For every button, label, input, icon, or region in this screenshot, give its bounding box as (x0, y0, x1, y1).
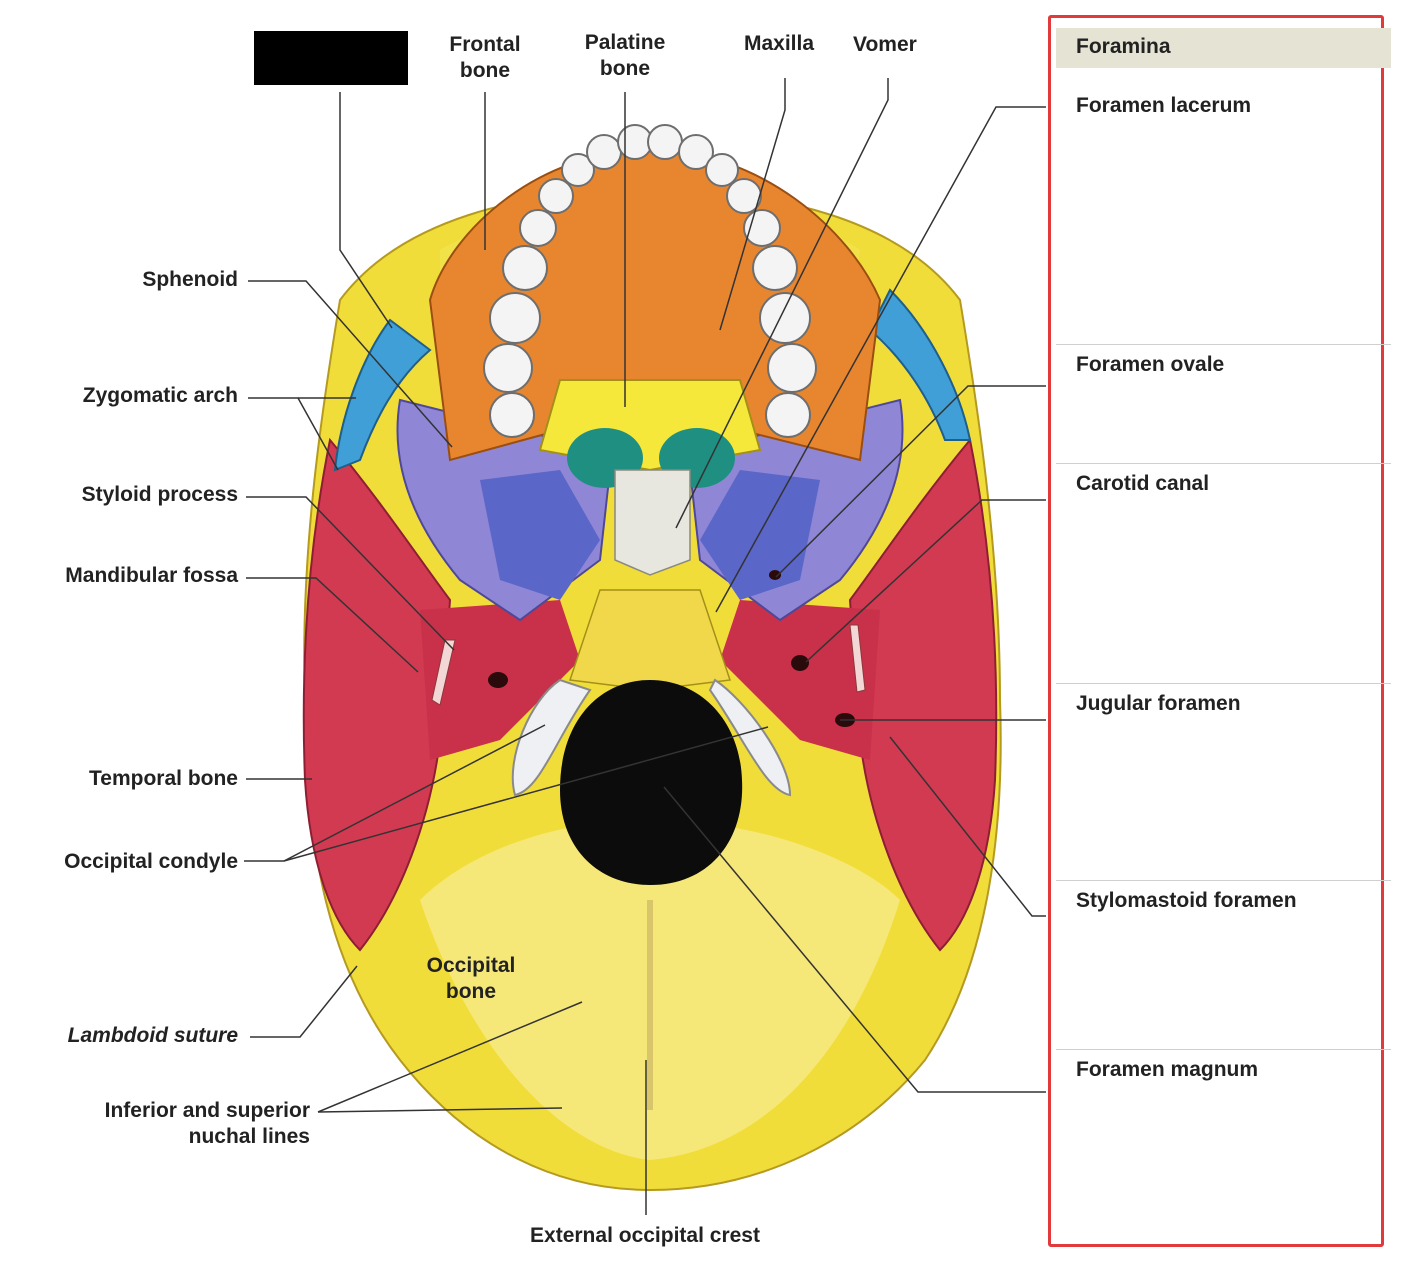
foramina-title: Foramina (1076, 35, 1171, 58)
redacted-label-box (254, 31, 408, 85)
label-zygomatic-arch: Zygomatic arch (82, 384, 238, 407)
label-external-occipital-crest: External occipital crest (530, 1224, 760, 1247)
foramina-panel: Foramina Foramen lacerum Foramen ovale C… (1048, 15, 1391, 1247)
foramen-row: Carotid canal (1056, 463, 1391, 495)
foramen-label: Carotid canal (1076, 472, 1210, 495)
occipital-condyle-left (511, 678, 592, 797)
foramen-magnum (560, 680, 743, 885)
label-sphenoid: Sphenoid (142, 268, 238, 291)
label-styloid-process: Styloid process (81, 483, 238, 506)
foramen-label: Foramen magnum (1076, 1058, 1259, 1081)
label-temporal-bone: Temporal bone (89, 767, 238, 790)
label-mandibular-fossa: Mandibular fossa (65, 564, 238, 587)
temporal-bone-right (848, 437, 998, 952)
label-occipital-condyle: Occipital condyle (64, 850, 238, 873)
foramen-label: Foramen lacerum (1076, 94, 1252, 117)
zygomatic-arch-right (868, 288, 972, 441)
foramen-label: Foramen ovale (1076, 353, 1225, 376)
foramen-row: Foramen ovale (1056, 344, 1391, 376)
teeth (483, 124, 817, 438)
foramen-row: Stylomastoid foramen (1056, 880, 1391, 912)
zygomatic-arch-left (333, 318, 432, 472)
label-vomer: Vomer (853, 33, 917, 56)
foramen-label: Stylomastoid foramen (1076, 889, 1297, 912)
foramina-panel-header: Foramina (1056, 28, 1391, 68)
occipital-condyle-right (708, 678, 792, 797)
skull-illustration (244, 78, 1046, 1215)
foramen-row: Jugular foramen (1056, 683, 1391, 715)
foramen-label: Jugular foramen (1076, 692, 1241, 715)
temporal-bone-left (302, 437, 452, 952)
label-lambdoid-suture: Lambdoid suture (67, 1024, 238, 1047)
label-maxilla: Maxilla (744, 32, 815, 55)
foramen-row: Foramen magnum (1056, 1049, 1391, 1081)
leader-lines (244, 78, 1046, 1215)
vomer-shape (614, 469, 691, 576)
